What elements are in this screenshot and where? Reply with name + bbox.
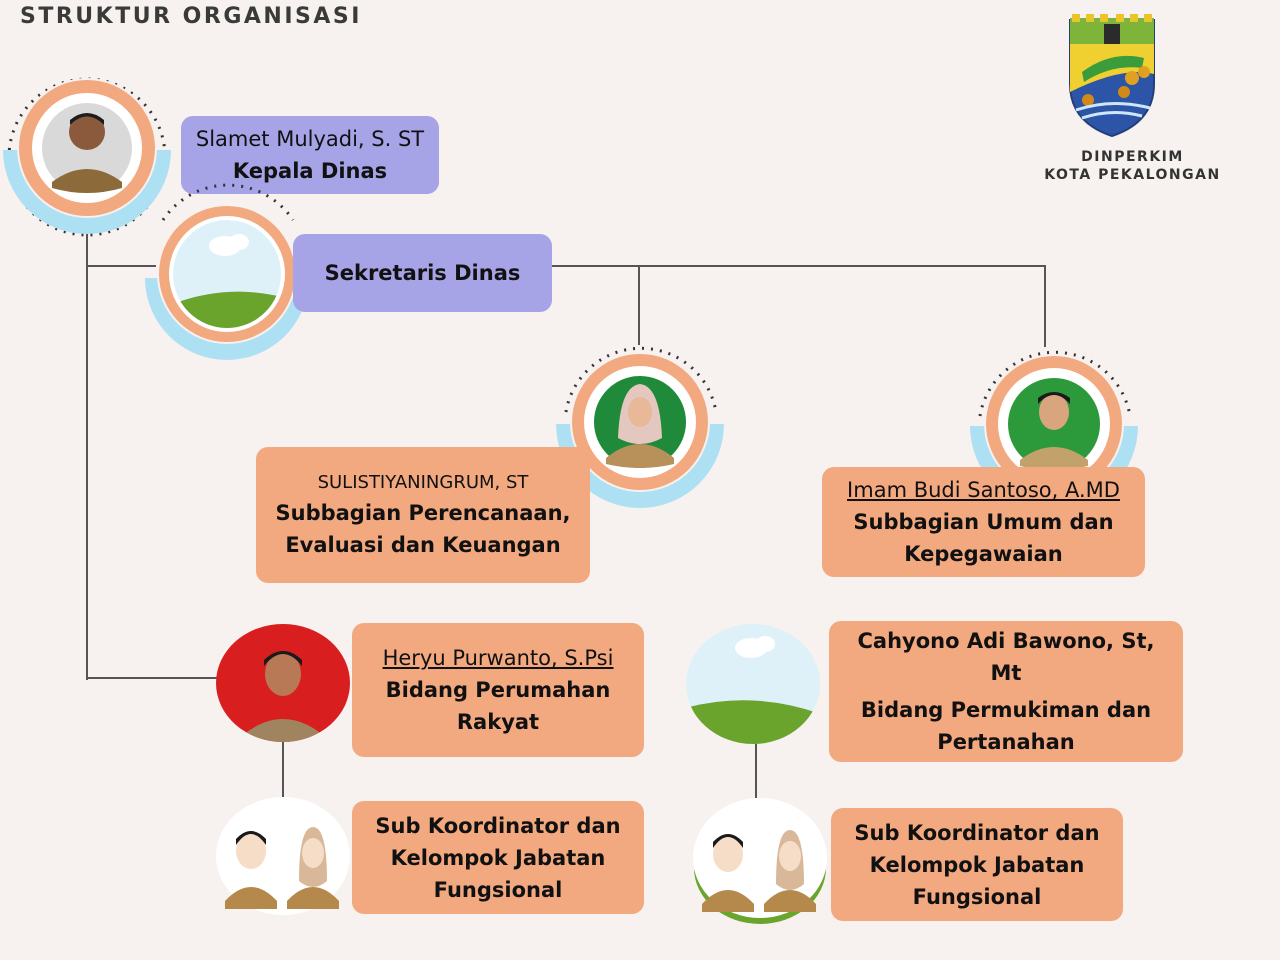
perencanaan-box: SULISTIYANINGRUM, ST Subbagian Perencana…	[256, 447, 590, 583]
connector-perumahan-subkoor	[282, 740, 284, 798]
kepala-photo-frame	[0, 70, 175, 245]
person-photo-icon	[52, 113, 122, 193]
connector-to-sekretaris	[86, 265, 156, 267]
perumahan-box: Heryu Purwanto, S.Psi Bidang Perumahan R…	[352, 623, 644, 757]
perencanaan-role-line1: Subbagian Perencanaan,	[275, 501, 571, 525]
permukiman-name: Cahyono Adi Bawono, St, Mt	[857, 629, 1155, 685]
umum-role-line2: Kepegawaian	[904, 542, 1063, 566]
city-emblem-logo	[1062, 14, 1162, 138]
page-title: STRUKTUR ORGANISASI	[20, 4, 362, 29]
subkoor-left-line3: Fungsional	[433, 877, 563, 902]
perencanaan-name: SULISTIYANINGRUM, ST	[317, 472, 529, 493]
perencanaan-role-line2: Evaluasi dan Keuangan	[285, 533, 561, 557]
connector-to-umum	[1044, 265, 1046, 347]
subkoor-right-line2: Kelompok Jabatan	[869, 852, 1085, 877]
person-photo-icon	[216, 624, 350, 742]
subkoor-right-line3: Fungsional	[912, 884, 1042, 909]
connector-sekretaris-horizontal	[550, 265, 1046, 267]
kepala-dinas-box: Slamet Mulyadi, S. ST Kepala Dinas	[181, 116, 439, 194]
connector-to-perencanaan	[638, 265, 640, 345]
umum-photo-frame	[968, 342, 1140, 510]
subkoor-left-box: Sub Koordinator dan Kelompok Jabatan Fun…	[352, 801, 644, 914]
perumahan-role-line2: Rakyat	[456, 710, 540, 734]
person-photo-icon	[1020, 392, 1088, 470]
permukiman-photo-frame	[685, 624, 821, 744]
kepala-role: Kepala Dinas	[232, 159, 388, 183]
perumahan-photo-frame	[215, 624, 351, 742]
permukiman-box: Cahyono Adi Bawono, St, Mt Bidang Permuk…	[829, 621, 1183, 762]
perencanaan-photo-frame	[554, 342, 726, 510]
umum-box: Imam Budi Santoso, A.MD Subbagian Umum d…	[822, 467, 1145, 577]
sekretaris-photo-frame	[143, 183, 313, 360]
connector-permukiman-subkoor	[755, 740, 757, 798]
permukiman-role-line2: Pertanahan	[937, 730, 1075, 754]
subkoor-left-line2: Kelompok Jabatan	[390, 845, 606, 870]
subkoor-left-line1: Sub Koordinator dan	[375, 813, 621, 838]
staff-illustration-icon	[225, 827, 339, 909]
org-name-line1: DINPERKIM	[1081, 149, 1184, 165]
connector-main-vertical	[86, 230, 88, 680]
person-photo-icon	[606, 384, 674, 468]
permukiman-role-line1: Bidang Permukiman dan	[860, 698, 1152, 722]
subkoor-right-photo-frame	[690, 798, 830, 924]
subkoor-left-photo-frame	[215, 797, 351, 915]
landscape-placeholder-icon	[686, 624, 820, 744]
umum-name: Imam Budi Santoso, A.MD	[847, 478, 1120, 502]
kepala-name: Slamet Mulyadi, S. ST	[195, 127, 425, 151]
connector-to-perumahan	[86, 677, 220, 679]
org-name-line2: KOTA PEKALONGAN	[1044, 167, 1221, 183]
subkoor-right-box: Sub Koordinator dan Kelompok Jabatan Fun…	[831, 808, 1123, 921]
sekretaris-dinas-box: Sekretaris Dinas	[293, 234, 552, 312]
staff-illustration-icon	[702, 830, 816, 912]
perumahan-name: Heryu Purwanto, S.Psi	[382, 646, 614, 670]
subkoor-right-line1: Sub Koordinator dan	[854, 820, 1100, 845]
umum-role-line1: Subbagian Umum dan	[853, 510, 1114, 534]
perumahan-role-line1: Bidang Perumahan	[385, 678, 611, 702]
sekretaris-role: Sekretaris Dinas	[324, 261, 521, 285]
